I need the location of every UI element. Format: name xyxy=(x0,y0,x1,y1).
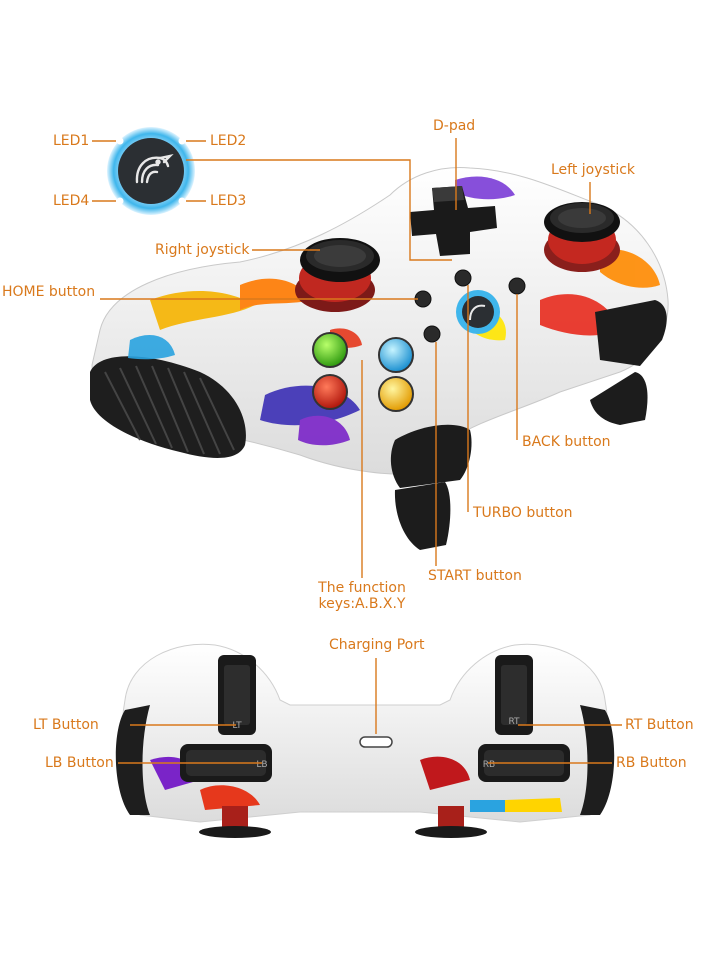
turbo-button[interactable] xyxy=(454,269,472,287)
left-grip xyxy=(90,356,246,458)
function-keys-label-line2: keys:A.B.X.Y xyxy=(318,596,406,612)
thumbstick-left-edge xyxy=(199,806,271,838)
lt-trigger[interactable]: LT xyxy=(218,655,256,735)
lt-engraved: LT xyxy=(232,721,242,731)
charging-port[interactable] xyxy=(359,736,393,748)
right-joystick-label: Right joystick xyxy=(155,242,250,258)
led1-dot xyxy=(116,137,124,145)
led2-dot xyxy=(178,137,186,145)
lb-button-label: LB Button xyxy=(45,755,114,771)
led3-label: LED3 xyxy=(210,193,247,209)
rb-engraved: RB xyxy=(483,760,495,770)
lb-engraved: LB xyxy=(256,760,267,770)
home-button-label: HOME button xyxy=(2,284,96,300)
controller-front-view: LT RT LB RB xyxy=(115,643,615,838)
lb-bumper-top xyxy=(595,300,667,366)
dpad-label: D-pad xyxy=(433,118,476,134)
center-led-button[interactable] xyxy=(456,290,500,334)
face-button-yellow[interactable] xyxy=(378,376,414,412)
function-keys-label-line1: The function xyxy=(318,580,406,596)
led-ring-callout xyxy=(107,127,195,215)
grip-texture xyxy=(104,365,235,455)
face-button-blue[interactable] xyxy=(378,337,414,373)
leader-lines xyxy=(92,138,622,764)
face-button-green[interactable] xyxy=(312,332,348,368)
thumbstick-right-edge xyxy=(415,806,487,838)
charging-port-label: Charging Port xyxy=(329,637,425,653)
eagle-logo-icon xyxy=(135,154,174,184)
turbo-button-label: TURBO button xyxy=(473,505,573,521)
start-button-label: START button xyxy=(428,568,522,584)
rt-button-label: RT Button xyxy=(625,717,694,733)
left-joystick-label: Left joystick xyxy=(551,162,636,178)
rb-button-label: RB Button xyxy=(616,755,687,771)
rb-bumper-top xyxy=(390,424,472,488)
rt-engraved: RT xyxy=(508,717,520,727)
led2-label: LED2 xyxy=(210,133,247,149)
led4-label: LED4 xyxy=(53,193,90,209)
lt-trigger-top xyxy=(590,372,648,425)
led1-label: LED1 xyxy=(53,133,90,149)
rt-trigger[interactable]: RT xyxy=(495,655,533,735)
function-keys-label: The function keys:A.B.X.Y xyxy=(304,580,420,612)
left-joystick[interactable] xyxy=(544,202,620,272)
controller-top-view xyxy=(90,166,669,550)
back-button[interactable] xyxy=(508,277,526,295)
back-button-label: BACK button xyxy=(522,434,611,450)
right-joystick[interactable] xyxy=(295,238,380,312)
rt-trigger-top xyxy=(394,482,451,550)
lt-button-label: LT Button xyxy=(33,717,99,733)
start-button[interactable] xyxy=(423,325,441,343)
led4-dot xyxy=(116,197,124,205)
led3-dot xyxy=(178,197,186,205)
face-button-red[interactable] xyxy=(312,374,348,410)
